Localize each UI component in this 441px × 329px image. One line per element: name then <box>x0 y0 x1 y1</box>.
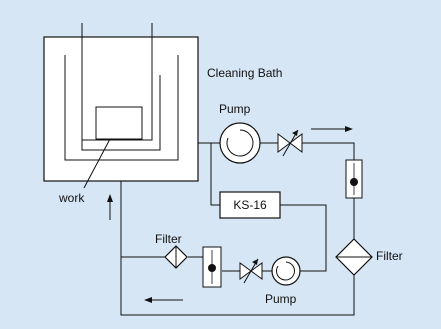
pipe-ks16-to-pump <box>280 204 327 272</box>
pump-bottom-rotor <box>276 261 295 281</box>
work-pointer <box>83 138 111 189</box>
flowmeter-bottom-ball <box>208 264 216 272</box>
pipe-to-ks16 <box>210 143 220 206</box>
label-work: work <box>58 191 85 205</box>
pipe-return-main <box>120 181 355 316</box>
tank-inner-wall <box>64 55 179 161</box>
ks16-unit <box>219 191 281 219</box>
work-hanger <box>81 23 153 141</box>
label-ks16: KS-16 <box>233 198 267 212</box>
work-piece <box>95 106 143 140</box>
pump-top-icon <box>219 122 261 164</box>
label-filter-right: Filter <box>376 249 403 263</box>
label-cleaning-bath: Cleaning Bath <box>207 66 282 80</box>
flow-arrow-top-head <box>345 126 353 132</box>
valve-top-adjust-arrow <box>292 130 298 136</box>
flowmeter-right-ball <box>350 178 358 186</box>
pipe-top-to-flowmeter <box>302 142 355 160</box>
flow-arrow-bottom-head <box>144 297 152 303</box>
label-pump-top: Pump <box>219 102 251 116</box>
label-filter-left: Filter <box>155 232 182 246</box>
valve-bottom-icon <box>250 262 263 280</box>
pump-top-rotor <box>226 129 254 157</box>
valve-bottom-adjust-arrow <box>252 259 258 265</box>
flow-arrow-up-head <box>107 194 113 202</box>
label-pump-bottom: Pump <box>265 292 297 306</box>
valve-top-icon <box>277 133 291 153</box>
